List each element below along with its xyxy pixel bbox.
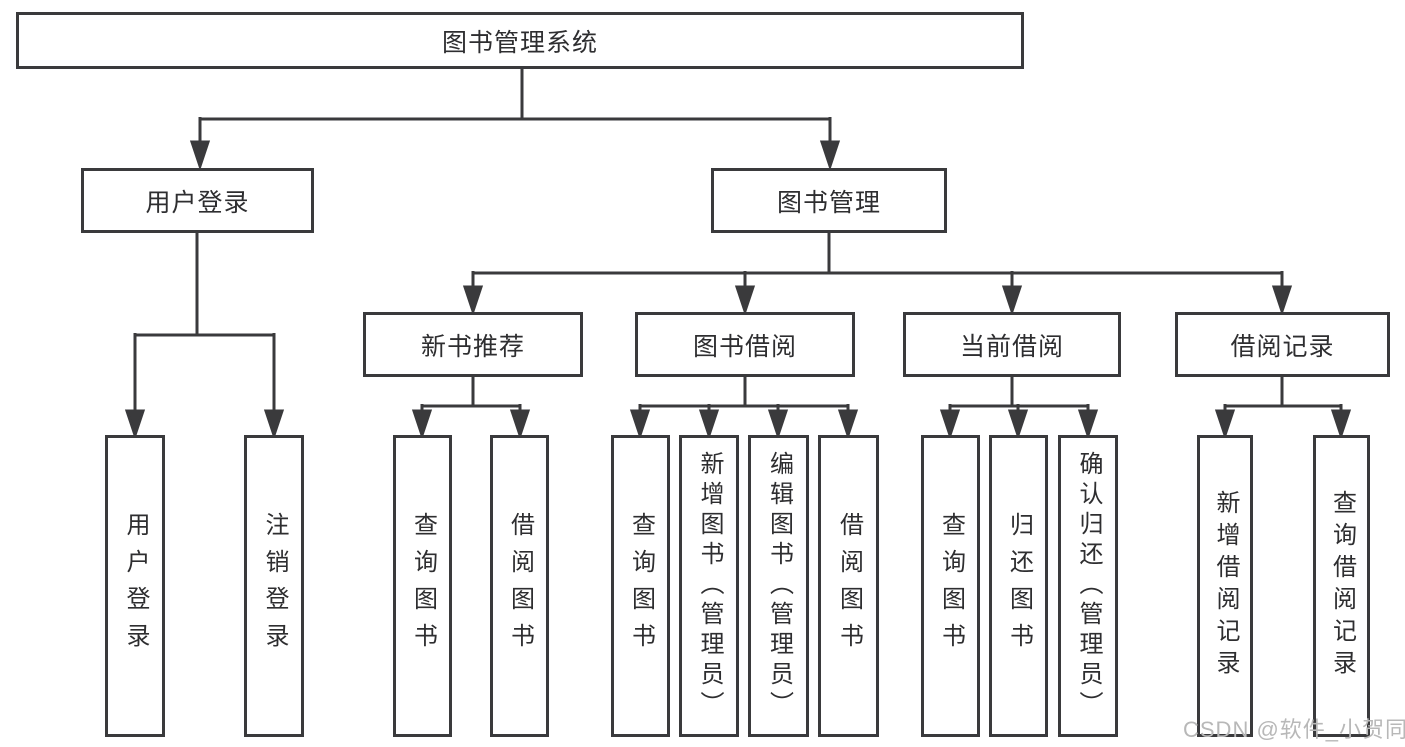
node-label: 当前借阅 — [959, 332, 1064, 361]
node-new-book-recommend: 新书推荐 — [363, 312, 583, 377]
node-label: 归还图书 — [1005, 512, 1033, 660]
leaf-add-book-admin: 新增图书（管理员） — [679, 435, 739, 737]
leaf-query-borrow-record: 查询借阅记录 — [1313, 435, 1370, 737]
node-label: 用户登录 — [122, 512, 149, 660]
node-label: 图书管理系统 — [441, 28, 598, 57]
node-label: 查询图书 — [627, 512, 655, 660]
leaf-query-books-borrow: 查询图书 — [611, 435, 670, 737]
node-label: 确认归还（管理员） — [1075, 451, 1102, 721]
node-label: 新增图书（管理员） — [696, 451, 723, 721]
node-label: 新增借阅记录 — [1212, 490, 1239, 682]
leaf-borrow-books-recommend: 借阅图书 — [490, 435, 549, 737]
node-label: 借阅图书 — [506, 512, 534, 660]
node-label: 注销登录 — [261, 512, 288, 660]
node-book-management: 图书管理 — [711, 168, 947, 233]
csdn-watermark: CSDN @软件_小贺同学 — [1183, 717, 1405, 742]
node-label: 查询图书 — [937, 512, 965, 660]
node-borrowing-records: 借阅记录 — [1175, 312, 1390, 377]
node-label: 用户登录 — [145, 188, 250, 217]
leaf-return-book: 归还图书 — [989, 435, 1048, 737]
node-label: 查询图书 — [409, 512, 437, 660]
leaf-edit-book-admin: 编辑图书（管理员） — [748, 435, 809, 737]
leaf-user-login: 用户登录 — [105, 435, 165, 737]
leaf-borrow-books: 借阅图书 — [818, 435, 879, 737]
node-label: 图书管理 — [776, 188, 881, 217]
node-book-borrowing: 图书借阅 — [635, 312, 855, 377]
node-label: 图书借阅 — [692, 332, 797, 361]
node-label: 编辑图书（管理员） — [765, 451, 793, 721]
node-current-borrowing: 当前借阅 — [903, 312, 1121, 377]
node-user-login-branch: 用户登录 — [81, 168, 314, 233]
leaf-confirm-return-admin: 确认归还（管理员） — [1058, 435, 1118, 737]
node-label: 借阅图书 — [835, 512, 863, 660]
leaf-add-borrow-record: 新增借阅记录 — [1197, 435, 1253, 737]
tree-connectors — [124, 69, 1352, 440]
leaf-query-books-current: 查询图书 — [921, 435, 980, 737]
leaf-query-books-recommend: 查询图书 — [393, 435, 452, 737]
node-label: 借阅记录 — [1230, 332, 1335, 361]
node-label: 新书推荐 — [420, 332, 525, 361]
node-library-system-root: 图书管理系统 — [16, 12, 1024, 69]
node-label: 查询借阅记录 — [1328, 490, 1356, 682]
leaf-logout: 注销登录 — [244, 435, 304, 737]
